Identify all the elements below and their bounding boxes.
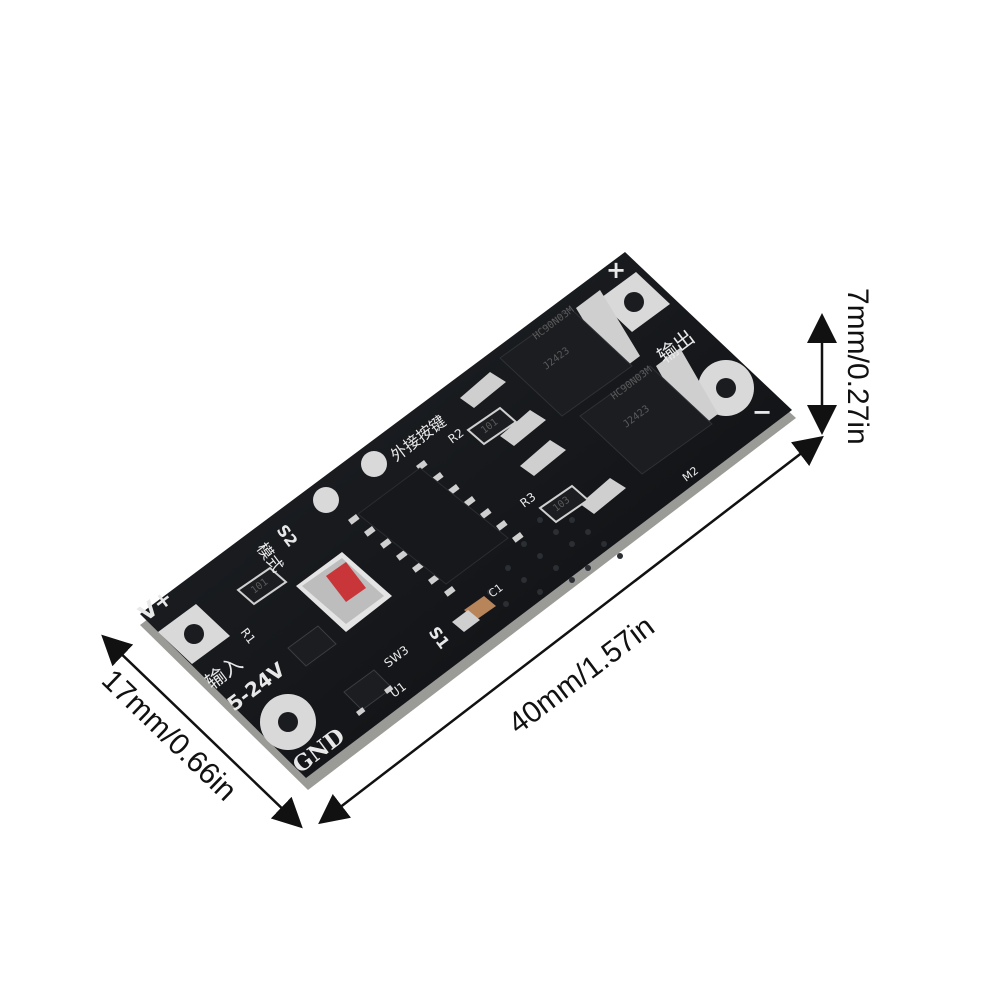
switch-button-red [326,562,366,602]
mounting-pad-1 [361,451,387,477]
mosfet-2: HC90N03M J2423 [520,348,718,514]
resistor-r2: 101 [466,406,518,446]
pad-output-plus [598,272,670,332]
ic-chip-pins [348,459,524,597]
resistor-r3: 103 [538,484,590,524]
label-output-plus: + [606,256,626,284]
mounting-pad-2 [313,487,339,513]
u1-component [343,669,394,716]
capacitor-c1 [452,596,496,632]
pad-output-minus [698,360,754,416]
tactile-switch [296,552,392,632]
mosfet-1-legs [460,372,546,446]
mosfet-1: HC90N03M J2423 [460,290,640,446]
dimension-height: 7mm/0.27in [807,288,874,445]
ic-chip [348,459,524,597]
resistor-r1: 101 [236,566,288,606]
label-output-minus: − [752,398,772,426]
diode-d1 [287,625,337,667]
pcb-board: HC90N03M J2423 HC90N03M J2423 [135,252,796,790]
dimension-length-label: 40mm/1.57in [502,610,660,741]
pad-input-gnd [260,694,316,750]
mosfet-2-legs [520,440,626,514]
dimension-height-label: 7mm/0.27in [841,288,874,445]
pad-input-plus [158,604,230,664]
